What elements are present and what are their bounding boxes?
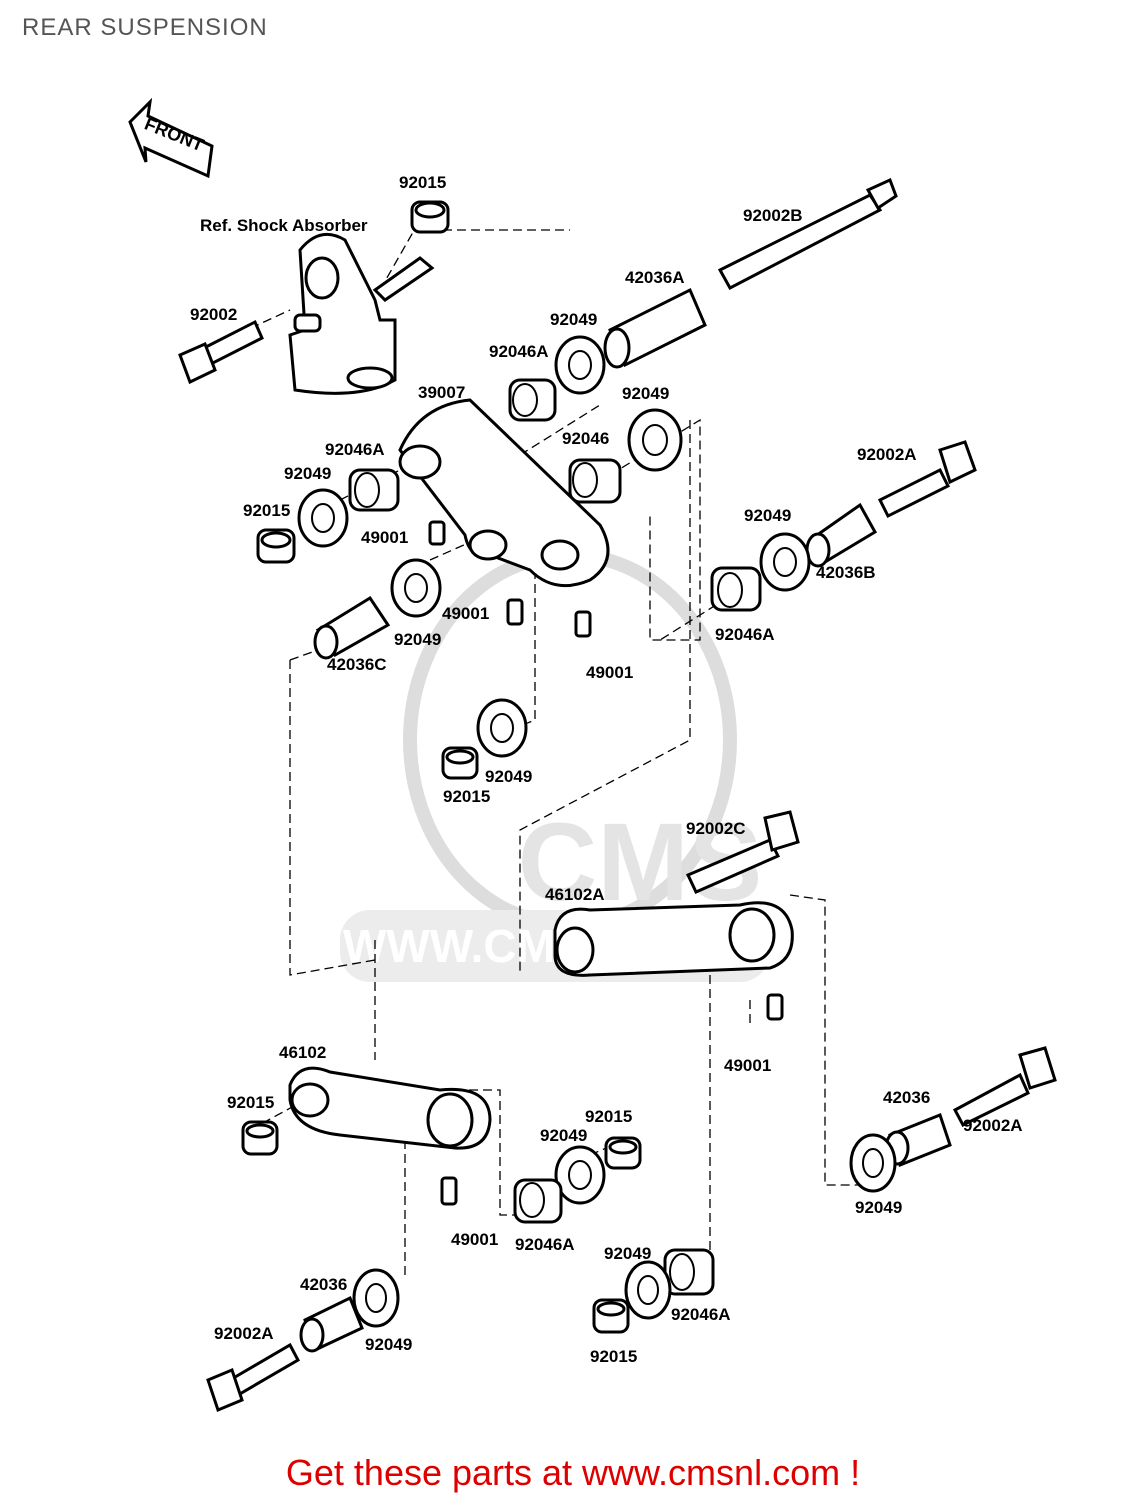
part-labels: 92015 92002B 92002 42036A 92049 92046A 3… bbox=[190, 173, 1023, 1366]
page-title: REAR SUSPENSION bbox=[22, 14, 268, 41]
part-label: 42036 bbox=[883, 1088, 930, 1107]
part-label: 92015 bbox=[585, 1107, 632, 1126]
part-label: 46102A bbox=[545, 885, 605, 904]
collar-42036-left bbox=[299, 1295, 364, 1353]
part-label: 92046A bbox=[715, 625, 775, 644]
part-label: 42036 bbox=[300, 1275, 347, 1294]
nut-92015-f bbox=[592, 1298, 630, 1334]
part-label: 92002 bbox=[190, 305, 237, 324]
ref-shock-absorber-label: Ref. Shock Absorber bbox=[200, 216, 368, 235]
bolt-92002c bbox=[685, 810, 800, 894]
part-label: 92015 bbox=[243, 501, 290, 520]
part-label: 92046A bbox=[671, 1305, 731, 1324]
seal-92049-d bbox=[390, 558, 442, 618]
grease-nipple-49001-e bbox=[440, 1176, 458, 1206]
seal-92049-g bbox=[554, 1145, 606, 1205]
seal-92049-c bbox=[297, 488, 349, 548]
collar-42036-right bbox=[884, 1113, 952, 1167]
part-label: 92049 bbox=[550, 310, 597, 329]
part-label: 92002A bbox=[963, 1116, 1023, 1135]
bearing-92046a-c bbox=[710, 566, 762, 612]
part-label: 39007 bbox=[418, 383, 465, 402]
shock-absorber bbox=[288, 232, 435, 395]
part-label: 92015 bbox=[227, 1093, 274, 1112]
part-label: 92049 bbox=[540, 1126, 587, 1145]
part-label: 92049 bbox=[394, 630, 441, 649]
part-label: 42036C bbox=[327, 655, 387, 674]
part-label: 42036A bbox=[625, 268, 685, 287]
bolt-92002 bbox=[178, 319, 264, 385]
part-label: 49001 bbox=[724, 1056, 771, 1075]
part-label: 92049 bbox=[855, 1198, 902, 1217]
collar-42036a bbox=[603, 287, 707, 369]
part-label: 92049 bbox=[604, 1244, 651, 1263]
link-46102 bbox=[288, 1066, 492, 1150]
part-label: 92049 bbox=[744, 506, 791, 525]
part-label: 92049 bbox=[485, 767, 532, 786]
bolt-92002a-lower-right bbox=[952, 1046, 1057, 1127]
front-arrow-icon: FRONT bbox=[128, 97, 214, 179]
part-label: 46102 bbox=[279, 1043, 326, 1062]
part-label: 92049 bbox=[365, 1335, 412, 1354]
part-label: 92046A bbox=[489, 342, 549, 361]
part-label: 92002B bbox=[743, 206, 803, 225]
part-label: 92015 bbox=[590, 1347, 637, 1366]
part-label: 92046A bbox=[515, 1235, 575, 1254]
part-label: 42036B bbox=[816, 563, 876, 582]
grease-nipple-49001-d bbox=[766, 993, 784, 1021]
part-label: 49001 bbox=[451, 1230, 498, 1249]
exploded-parts-diagram: CMS WWW.CMSNL.COM FRONT Ref. Shock Absor… bbox=[128, 97, 1057, 1413]
collar-42036b bbox=[805, 502, 878, 568]
footer-promo-link[interactable]: Get these parts at www.cmsnl.com ! bbox=[285, 1452, 861, 1493]
bearing-92046a-b bbox=[348, 468, 400, 512]
part-label: 49001 bbox=[361, 528, 408, 547]
nut-92015-b bbox=[256, 528, 296, 564]
bolt-92002a-lower-left bbox=[206, 1342, 301, 1413]
grease-nipple-49001-b bbox=[506, 598, 524, 626]
link-46102a bbox=[553, 901, 794, 977]
bearing-92046 bbox=[568, 458, 622, 504]
grease-nipple-49001-a bbox=[428, 520, 446, 546]
part-label: 92046A bbox=[325, 440, 385, 459]
part-label: 92049 bbox=[622, 384, 669, 403]
part-label: 92046 bbox=[562, 429, 609, 448]
bolt-92002a-right bbox=[877, 440, 977, 519]
seal-92049-b bbox=[627, 408, 683, 472]
seal-92049-f bbox=[476, 698, 528, 758]
seal-92049-a bbox=[554, 335, 606, 395]
seal-92049-j bbox=[624, 1260, 672, 1320]
part-label: 92002A bbox=[857, 445, 917, 464]
part-label: 92002A bbox=[214, 1324, 274, 1343]
bearing-92046a-d bbox=[513, 1178, 563, 1224]
bolt-92002b bbox=[717, 177, 898, 291]
seal-92049-i bbox=[352, 1268, 400, 1328]
part-label: 92049 bbox=[284, 464, 331, 483]
part-label: 92002C bbox=[686, 819, 746, 838]
nut-92015-c bbox=[441, 746, 479, 780]
grease-nipple-49001-c bbox=[574, 610, 592, 638]
bearing-92046a-e bbox=[663, 1248, 715, 1296]
part-label: 49001 bbox=[586, 663, 633, 682]
part-label: 92015 bbox=[443, 787, 490, 806]
part-label: 49001 bbox=[442, 604, 489, 623]
seal-92049-e bbox=[759, 532, 811, 592]
seal-92049-h bbox=[849, 1133, 897, 1193]
nut-92015-d bbox=[241, 1120, 279, 1156]
nut-92015-top bbox=[410, 200, 450, 234]
bearing-92046a-a bbox=[508, 378, 557, 422]
link-39007 bbox=[398, 398, 610, 588]
part-label: 92015 bbox=[399, 173, 446, 192]
nut-92015-e bbox=[604, 1136, 642, 1170]
collar-42036c bbox=[313, 595, 391, 660]
